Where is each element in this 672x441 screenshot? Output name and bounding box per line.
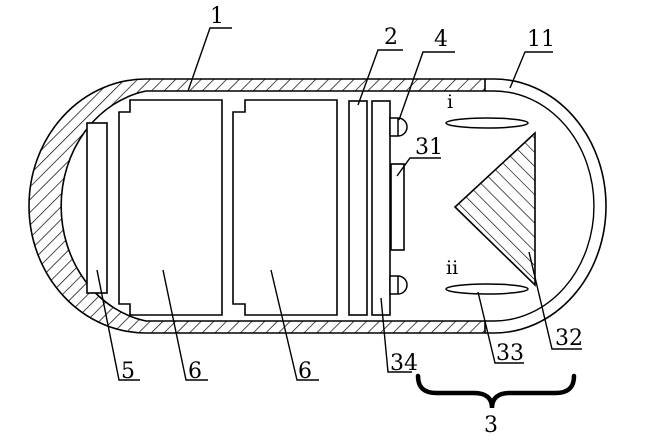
label-5: 5 xyxy=(121,359,135,384)
leader-6a xyxy=(162,269,208,381)
label-33: 33 xyxy=(496,341,524,366)
led-bottom xyxy=(389,275,408,295)
label-32: 32 xyxy=(555,326,583,351)
leader-31 xyxy=(396,157,441,177)
leader-5 xyxy=(96,269,140,381)
label-6-second: 6 xyxy=(298,359,312,384)
leader-32 xyxy=(528,251,582,350)
capsule-shell xyxy=(28,78,486,334)
chip-31 xyxy=(390,163,405,251)
lens-i xyxy=(445,117,529,129)
label-6-first: 6 xyxy=(188,359,202,384)
label-ii: ii xyxy=(446,257,458,279)
leader-33 xyxy=(477,291,524,364)
leader-1 xyxy=(187,27,232,92)
component-2 xyxy=(348,100,368,316)
leader-6b xyxy=(270,269,319,381)
label-i: i xyxy=(447,91,453,113)
label-3: 3 xyxy=(484,413,498,438)
label-2: 2 xyxy=(384,25,398,50)
battery-1 xyxy=(118,99,223,316)
label-1: 1 xyxy=(210,4,224,29)
label-31: 31 xyxy=(415,135,443,160)
label-4: 4 xyxy=(434,27,448,52)
leader-lines xyxy=(96,27,582,381)
battery-2 xyxy=(232,99,338,316)
leader-2 xyxy=(357,49,403,106)
transparent-cap-inner xyxy=(485,90,595,322)
label-11: 11 xyxy=(527,27,555,52)
lens-ii xyxy=(445,283,529,295)
leader-4 xyxy=(398,51,455,121)
label-34: 34 xyxy=(390,351,418,376)
leader-34 xyxy=(380,297,412,373)
component-5 xyxy=(86,122,108,294)
brace-3 xyxy=(415,373,577,409)
led-top xyxy=(389,117,408,137)
transparent-cap xyxy=(485,78,607,334)
prism-32 xyxy=(453,131,536,287)
board-34 xyxy=(371,100,391,316)
leader-11 xyxy=(509,51,553,89)
